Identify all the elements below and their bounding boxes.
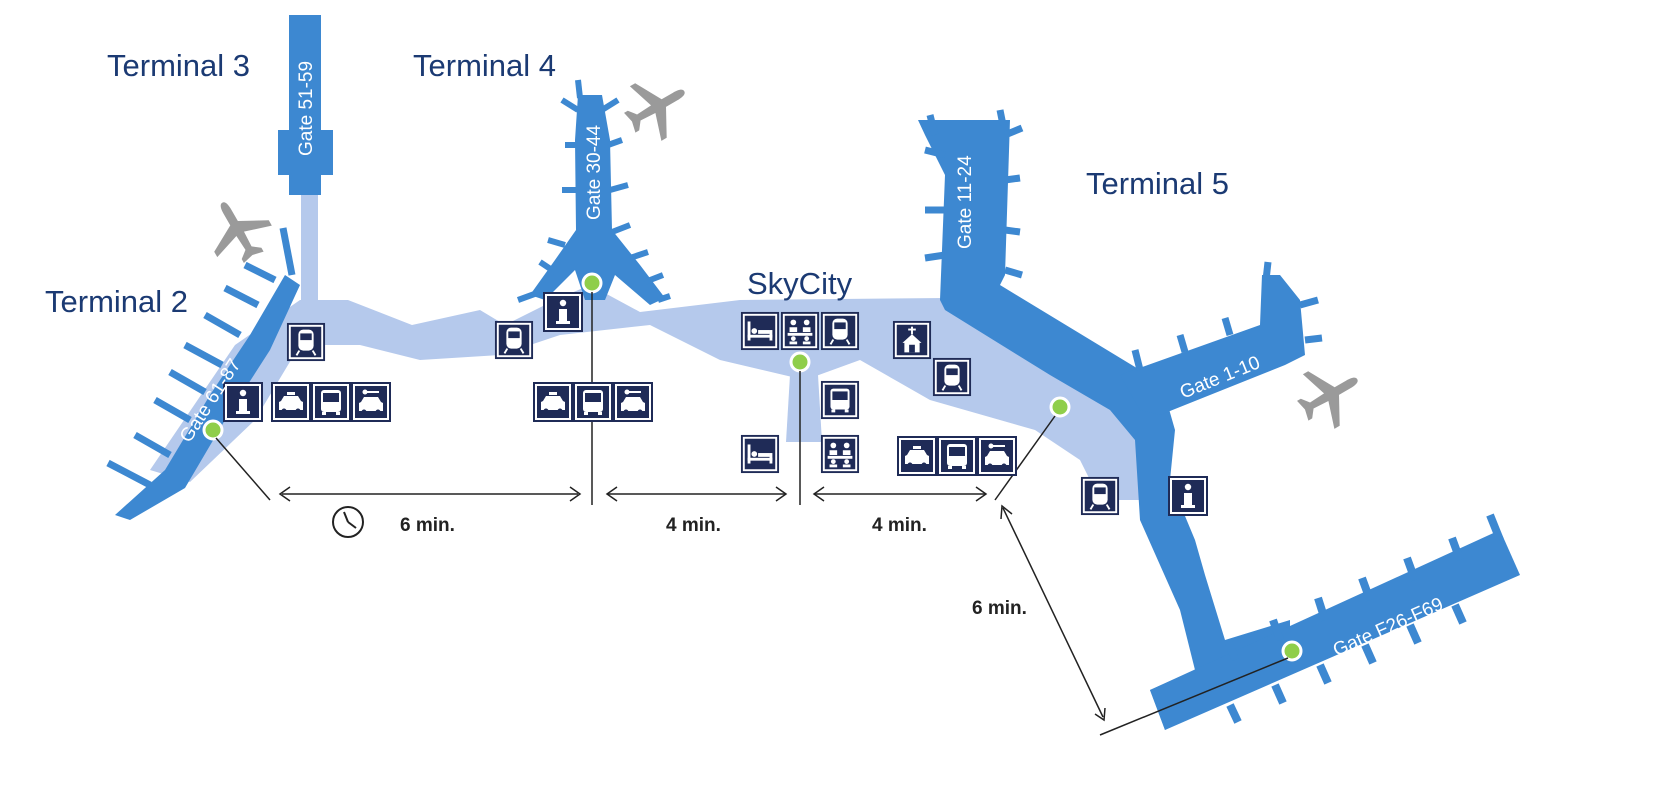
taxi-icon	[532, 381, 574, 423]
terminal-4-label: Terminal 4	[413, 48, 556, 83]
train-icon	[820, 311, 860, 351]
pier-terminal-2	[115, 275, 300, 520]
pier-terminal-4	[530, 95, 665, 305]
walking-time-t5-f: 6 min.	[972, 598, 1027, 619]
location-dot	[1281, 640, 1303, 662]
pier-terminal-5	[918, 120, 1290, 730]
bus-icon	[310, 381, 352, 423]
train-icon	[494, 320, 534, 360]
location-dot	[581, 272, 603, 294]
distance-markers	[215, 292, 1289, 736]
hotel-icon	[740, 311, 780, 351]
meeting-room-icon	[780, 311, 820, 351]
walking-time-t2-t4: 6 min.	[400, 515, 455, 536]
info-icon	[542, 291, 584, 333]
walking-time-skycity-t5: 4 min.	[872, 515, 927, 536]
skycity-label: SkyCity	[747, 266, 853, 301]
bus-icon	[820, 380, 860, 420]
car-rental-icon	[612, 381, 654, 423]
gate-30-44-label: Gate 30-44	[584, 124, 605, 220]
airplane-icon	[613, 63, 701, 151]
car-rental-icon	[976, 435, 1018, 477]
pier-gate-f	[1150, 530, 1520, 730]
gate-11-24-label: Gate 11-24	[955, 155, 976, 249]
location-dot	[789, 351, 811, 373]
car-rental-icon	[350, 381, 392, 423]
location-dot	[202, 419, 224, 441]
location-dot	[1049, 396, 1071, 418]
train-icon	[286, 322, 326, 362]
hotel-icon	[740, 434, 780, 474]
taxi-icon	[896, 435, 938, 477]
meeting-room-icon	[820, 434, 860, 474]
train-icon	[1080, 476, 1120, 516]
airplane-icon	[194, 186, 282, 274]
terminal-3-label: Terminal 3	[107, 48, 250, 83]
bus-icon	[572, 381, 614, 423]
bus-icon	[936, 435, 978, 477]
location-markers	[202, 272, 1303, 662]
terminal-piers	[106, 15, 1520, 730]
info-icon	[1167, 475, 1209, 517]
terminal-5-label: Terminal 5	[1086, 166, 1229, 201]
chapel-icon	[892, 320, 932, 360]
clock-icon	[332, 506, 364, 538]
terminal-2-label: Terminal 2	[45, 284, 188, 319]
train-icon	[932, 357, 972, 397]
taxi-icon	[270, 381, 312, 423]
airplane-icon	[1286, 351, 1374, 439]
pier-gate-1-10	[1120, 275, 1305, 415]
gate-51-59-label: Gate 51-59	[296, 60, 317, 156]
walking-time-t4-skycity: 4 min.	[666, 515, 721, 536]
